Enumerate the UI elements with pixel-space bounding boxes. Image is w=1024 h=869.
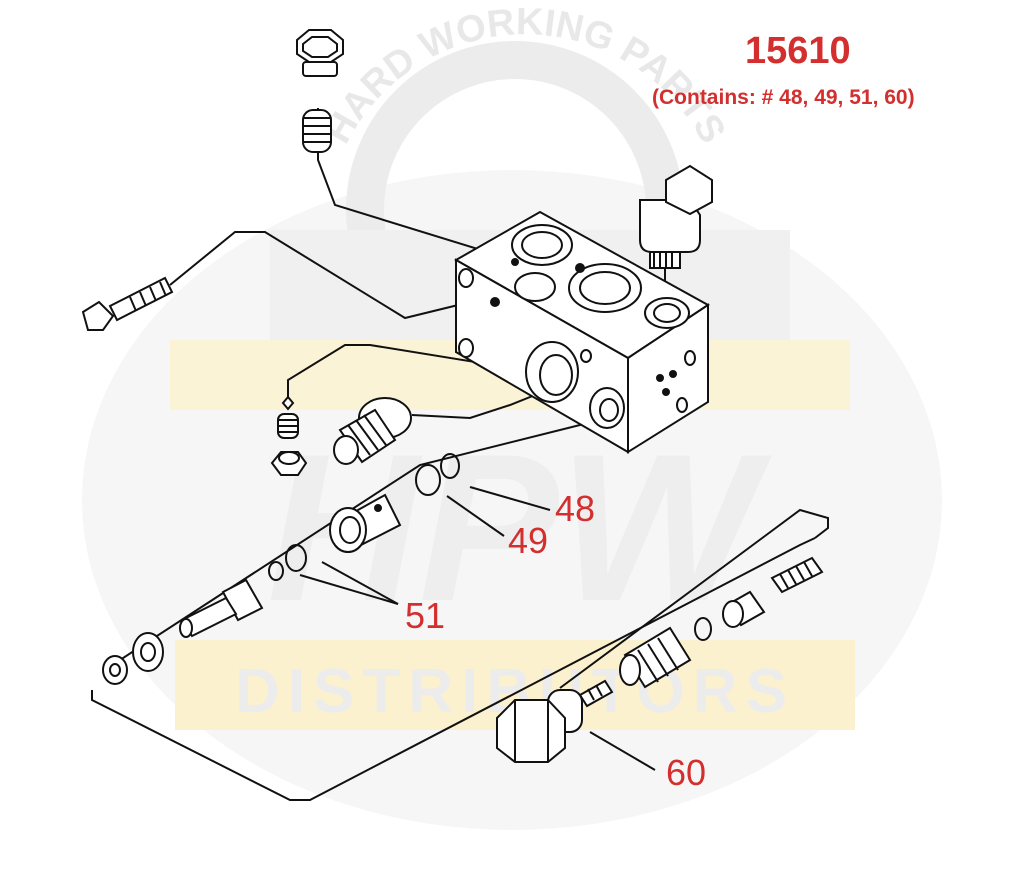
leader-60: [589, 731, 656, 771]
check-ball: [281, 395, 295, 411]
leader-51-b: [321, 561, 399, 605]
piston-rod-end: [179, 618, 193, 638]
top-port-right-inner: [653, 303, 681, 323]
front-mount-hole-top: [458, 268, 474, 288]
front-port-lower-inner: [599, 398, 619, 422]
cartridge-nose: [333, 435, 359, 465]
spool-cap-inner: [339, 516, 361, 544]
o-rings-51: [268, 544, 307, 581]
set-screw-threads: [587, 684, 603, 701]
elbow-body: [639, 199, 701, 253]
side-hole-2: [676, 397, 688, 413]
front-small-hole: [580, 349, 592, 363]
relief-cartridge: [619, 626, 692, 689]
relief-spring: [770, 556, 824, 594]
side-hole-1: [684, 350, 696, 366]
top-plug: [296, 29, 344, 77]
set-screw: [578, 679, 614, 708]
leader-49: [446, 495, 505, 537]
relief-sleeve-end: [722, 600, 744, 628]
relief-cap-part-60: [496, 689, 583, 763]
contains-note: (Contains: # 48, 49, 51, 60): [652, 86, 915, 109]
long-bolt: [81, 276, 174, 331]
bolt-threads: [129, 281, 167, 312]
top-port-center-inner: [579, 271, 631, 305]
top-port-small: [514, 272, 556, 302]
hex-plug-thread: [302, 61, 338, 77]
elbow-fitting: [639, 164, 713, 269]
o-rings-48-49: [415, 453, 460, 496]
leader-51-a: [299, 574, 399, 605]
relief-cartridge-threads: [637, 637, 679, 683]
o-ring-49: [415, 464, 441, 496]
cartridge-threads: [347, 414, 387, 456]
hex-plug-top-face: [302, 36, 338, 58]
check-hex-plug-face: [278, 451, 300, 465]
small-check-parts: [270, 395, 308, 476]
top-pin-hole: [575, 263, 585, 273]
cartridge-valve: [333, 397, 412, 465]
relief-cap-hex: [496, 699, 566, 763]
piston: [179, 578, 264, 638]
assembly-line-check: [287, 344, 556, 400]
part-number: 15610: [745, 30, 851, 72]
callout-leaders: [299, 486, 656, 771]
elbow-thread-lines: [653, 252, 673, 268]
front-pin-hole: [490, 297, 500, 307]
assembly-lines: [91, 108, 829, 801]
front-port-main-inner: [539, 354, 573, 396]
top-dowel-hole: [511, 258, 519, 266]
side-pin-3: [662, 388, 670, 396]
spool-cap-hole: [374, 504, 382, 512]
bolt-head: [81, 300, 115, 331]
callout-51: 51: [405, 595, 446, 636]
spring-body: [302, 109, 332, 153]
relief-spring-coils: [779, 561, 813, 589]
washer-large-hole: [140, 642, 156, 662]
check-spring-coils: [278, 419, 298, 433]
o-ring-51-a: [285, 544, 307, 572]
assembly-line-relief: [559, 508, 829, 689]
front-mount-hole-bottom: [458, 338, 474, 358]
assembly-line-lower-loop: [91, 537, 816, 801]
o-ring-48: [440, 453, 460, 479]
bolt-shank: [108, 276, 174, 322]
spool-cap: [329, 493, 402, 553]
elbow-hex: [665, 164, 713, 216]
o-ring-51-b: [268, 561, 284, 581]
assembly-line-bolt: [169, 231, 541, 320]
side-pin-2: [669, 370, 677, 378]
top-port-large-inner: [521, 231, 563, 259]
relief-o-ring: [694, 617, 712, 641]
side-pin-1: [656, 374, 664, 382]
valve-body: [453, 210, 710, 454]
assembly-line-main-spool: [119, 419, 601, 661]
washer-small-hole: [109, 663, 121, 677]
callout-60: 60: [666, 752, 707, 793]
relief-cartridge-nose: [619, 654, 641, 686]
top-spring: [302, 109, 332, 153]
relief-cap-hex-edges: [514, 700, 549, 762]
leader-48: [469, 486, 551, 511]
spring-coils: [303, 117, 331, 143]
callout-48: 48: [555, 488, 596, 529]
relief-sleeve: [722, 590, 766, 628]
callout-49: 49: [508, 520, 549, 561]
washers: [102, 632, 164, 685]
